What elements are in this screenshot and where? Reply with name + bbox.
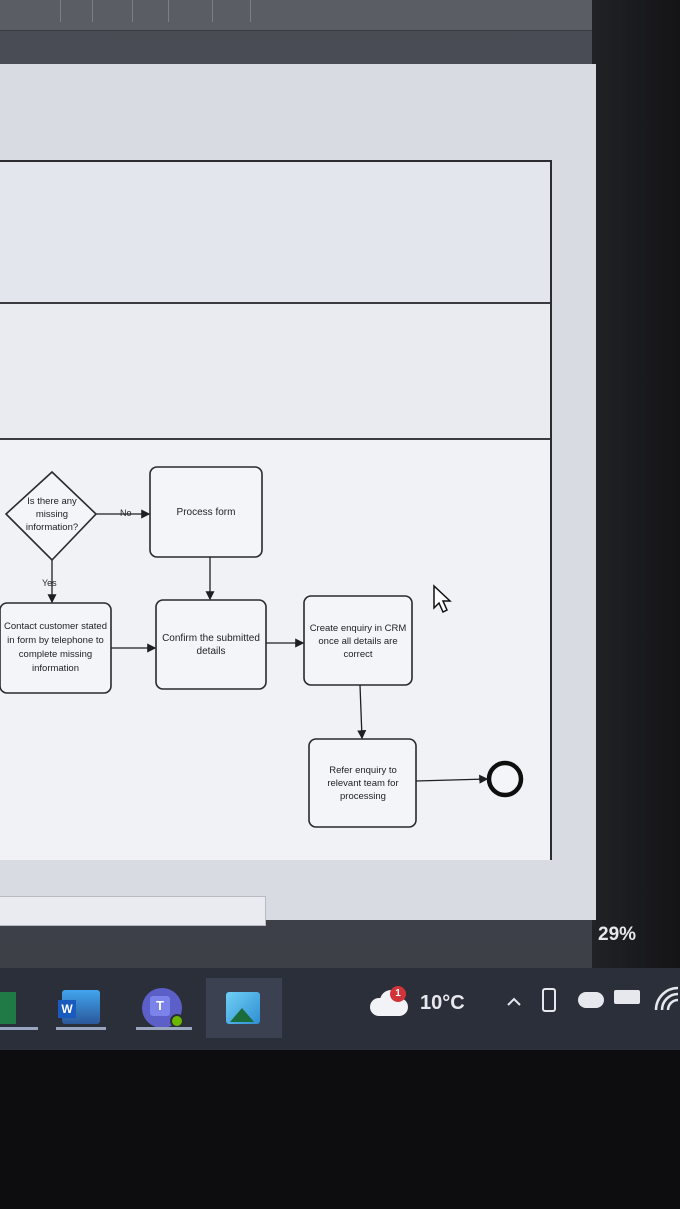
document-canvas[interactable]: Is there any missing information? Proces…: [0, 64, 596, 926]
contact-customer-label: Contact customer stated in form by telep…: [4, 621, 107, 674]
wifi-icon[interactable]: [654, 986, 680, 1012]
swimlane-1[interactable]: [0, 162, 550, 304]
ruler-tick: [132, 0, 133, 22]
connector-create-refer: [357, 684, 367, 740]
mouse-pointer-icon: [433, 584, 452, 614]
confirm-details-label: Confirm the submitted details: [162, 633, 260, 657]
teams-app-icon[interactable]: T: [136, 982, 192, 1032]
process-form-label: Process form: [176, 506, 236, 518]
weather-icon[interactable]: 1: [366, 986, 410, 1018]
ruler-tick: [60, 0, 61, 22]
connector-refer-end: [415, 774, 489, 784]
decision-label: Is there any missing information?: [25, 495, 79, 533]
no-edge-label: No: [120, 508, 132, 518]
ruler-tick: [212, 0, 213, 22]
ruler-tick: [92, 0, 93, 22]
onedrive-icon[interactable]: [578, 992, 604, 1008]
word-app-icon[interactable]: W: [56, 982, 106, 1032]
taskbar: W T 1 10°C: [0, 968, 680, 1050]
ruler-tick: [168, 0, 169, 22]
temperature-label: 10°C: [420, 992, 465, 1014]
diagram-page[interactable]: Is there any missing information? Proces…: [0, 160, 552, 860]
excel-app-icon[interactable]: [0, 982, 38, 1032]
flow-connectors: [0, 466, 524, 828]
refer-enquiry-label: Refer enquiry to relevant team for proce…: [327, 764, 399, 802]
zoom-percentage: 29%: [598, 924, 637, 945]
end-event[interactable]: [486, 760, 524, 798]
monitor-lower-bezel: [0, 1050, 680, 1209]
horizontal-scrollbar[interactable]: [0, 896, 266, 926]
yes-edge-label: Yes: [42, 578, 57, 588]
create-enquiry-label: Create enquiry in CRM once all details a…: [309, 622, 407, 660]
device-icon[interactable]: [542, 988, 556, 1012]
photos-app-icon[interactable]: [206, 978, 282, 1038]
chevron-up-icon[interactable]: [506, 994, 522, 1010]
swimlane-2[interactable]: [0, 304, 550, 440]
battery-icon[interactable]: [614, 990, 640, 1004]
weather-alert-badge: 1: [390, 986, 406, 1002]
title-ruler-strip: [0, 0, 600, 31]
ruler-tick: [250, 0, 251, 22]
